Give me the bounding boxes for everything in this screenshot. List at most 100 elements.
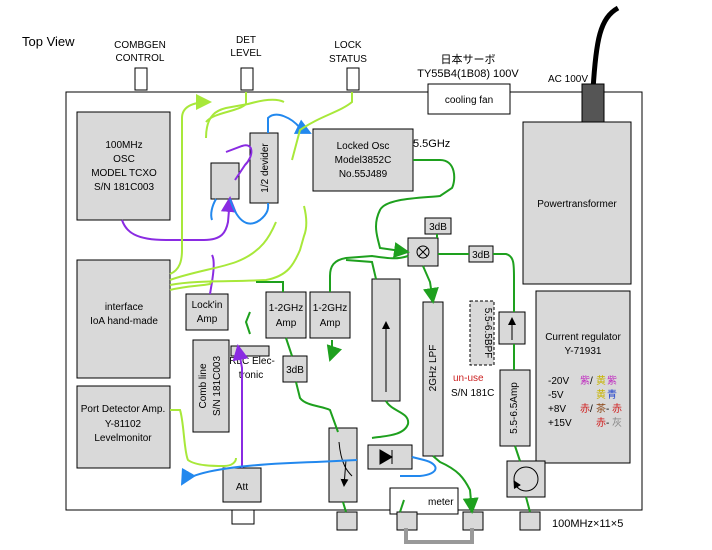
current-regulator [535,290,631,464]
port-detector-line-3: Levelmonitor [94,433,152,444]
wire-blue-1 [229,198,270,225]
volt-1-c: 紫 [607,375,617,387]
locked-osc-block [312,128,414,192]
port-detector-line-2: Y-81102 [105,419,142,430]
wire-lg-4 [169,221,277,281]
amp-b-line-1: 1-2GHz [313,303,347,314]
volt-4-a: 赤 [596,417,606,429]
wire-g-db3-out [295,381,339,433]
wire-g-circ-out [525,496,531,513]
lpf-label: 2GHz LPF [428,345,439,392]
wire-lg-1 [169,94,212,275]
wire-g-amp-top [326,340,343,362]
loop-cable [404,528,474,544]
osc-line-4: S/N 181C003 [94,182,154,193]
rf-connector-2[interactable] [396,511,418,531]
detector-curve [338,441,353,477]
divider-label: 1/2 devider [260,143,271,193]
lockin-amp [185,293,229,331]
wire-lg-8 [205,98,285,139]
wire-g-amp-a-in [256,281,284,292]
attenuator-3db-a [282,355,308,383]
power-transformer-label: Powertransformer [537,199,617,210]
volt-3-c: 赤 [612,403,622,415]
ac-label: AC 100V [548,74,588,85]
db3-a-label: 3dB [286,365,304,376]
splitter-symbol [416,245,430,259]
wire-lg-3 [291,92,353,161]
interface-line-2: IoA hand-made [90,316,158,327]
wire-purple-2 [225,144,253,181]
meter-label: meter [428,497,454,508]
rf-connector-1[interactable] [336,511,358,531]
detector-arrow [340,459,349,487]
interface-block [76,259,171,379]
current-regulator-line-1: Current regulator [545,332,621,343]
wire-lg-5 [169,205,308,286]
fan-model: TY55B4(1B08) 100V [417,68,519,80]
volt-1: -20V [548,376,569,387]
rf-connector-4[interactable] [519,511,541,531]
wire-g-comb [244,311,251,335]
amp-1-2ghz-b [309,291,351,339]
wire-g-3db-right [493,253,515,312]
wire-g-coax [345,259,377,280]
osc-line-2: OSC [113,154,135,165]
volt-3: +8V [548,404,566,415]
rf-connector-3[interactable] [462,511,484,531]
unuse-sn: S/N 181C [451,388,494,399]
comb-line-label-1: Comb line [198,363,209,408]
ac-connector [581,83,605,123]
rlc-block [230,345,270,357]
volt-3-sep2: - [606,404,609,415]
rlc-line-2: tronic [239,370,263,381]
lockin-line-1: Lock'in [192,300,223,311]
wire-g-lpf-out [432,455,479,514]
lockin-line-2: Amp [197,314,218,325]
wire-blue-det [400,456,437,477]
ac-cable [590,5,620,91]
wire-purple-att [232,344,249,468]
lock-status-lamp[interactable] [346,67,360,91]
wire-blue-3 [210,198,217,221]
current-regulator-line-2: Y-71931 [565,346,602,357]
locked-osc-line-3: No.55J489 [339,169,388,180]
wire-blue-bottom [181,459,358,486]
power-transformer [522,121,632,285]
unuse-label: un-use [453,373,484,384]
det-level-label-2: LEVEL [230,48,262,59]
wire-g-amp-down [514,445,521,462]
volt-3-b: 茶 [596,402,606,415]
amp-a-line-1: 1-2GHz [269,303,303,314]
bottom-note: 100MHz×11×5 [552,518,623,530]
wire-purple-lockin [209,254,215,295]
rlc-line-1: RLC Elec- [229,356,275,367]
divider-block [249,132,279,204]
db3-b-label: 3dB [429,222,447,233]
wire-g-lo [375,159,456,258]
chassis-outline [65,91,643,511]
lock-status-label-2: STATUS [329,54,367,65]
det-level-label: DET [236,35,256,46]
comb-gen-label-2: CONTROL [116,53,165,64]
osc-block [76,111,171,221]
det-level-knob[interactable] [240,67,254,91]
circulator [506,460,546,498]
att-label: Att [236,482,248,493]
wire-g-amp-a-out [285,337,293,357]
lock-status-label: LOCK [334,40,362,51]
volt-1-b: 黄 [596,374,606,387]
db3-c-label: 3dB [472,250,490,261]
splitter-line-2 [418,247,428,257]
comb-gen-label: COMBGEN [114,40,166,51]
volt-2-b: 青 [607,388,617,401]
wire-g-lpf-in [422,265,439,304]
mixer-box [210,162,240,200]
comb-gen-knob[interactable] [134,67,148,91]
wire-blue-2 [267,113,312,134]
volt-4: +15V [548,418,572,429]
fan-maker: 日本サーボ [441,52,496,66]
circulator-symbol [513,466,539,492]
comb-line-block [192,339,230,433]
